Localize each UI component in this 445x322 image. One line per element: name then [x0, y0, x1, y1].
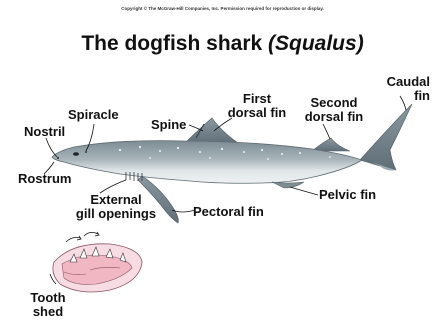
- label-external-gill-openings-line1: External: [60, 193, 172, 207]
- label-caudal-fin-line1: Caudal: [370, 75, 430, 89]
- label-second-dorsal-fin-line1: Second: [296, 96, 372, 110]
- label-external-gill-openings: External gill openings: [60, 193, 172, 221]
- label-pectoral-fin: Pectoral fin: [193, 205, 264, 219]
- label-rostrum: Rostrum: [18, 172, 71, 186]
- label-first-dorsal-fin: First dorsal fin: [221, 92, 293, 120]
- label-tooth-shed-line2: shed: [20, 305, 76, 319]
- label-first-dorsal-fin-line2: dorsal fin: [221, 106, 293, 120]
- label-second-dorsal-fin: Second dorsal fin: [296, 96, 372, 124]
- label-nostril: Nostril: [24, 125, 65, 139]
- first-dorsal-fin-shape: [184, 118, 238, 144]
- spiracle-shape: [85, 151, 87, 153]
- shark-body-shape: [52, 141, 362, 184]
- label-caudal-fin: Caudal fin: [370, 75, 430, 103]
- label-spiracle: Spiracle: [68, 108, 119, 122]
- label-caudal-fin-line2: fin: [370, 89, 430, 103]
- label-spine: Spine: [151, 118, 186, 132]
- nostril-shape: [57, 157, 59, 159]
- eye-shape: [73, 152, 79, 156]
- label-first-dorsal-fin-line1: First: [221, 92, 293, 106]
- label-tooth-shed: Tooth shed: [20, 291, 76, 319]
- pelvic-fin-shape: [272, 182, 304, 188]
- label-second-dorsal-fin-line2: dorsal fin: [296, 110, 372, 124]
- label-tooth-shed-line1: Tooth: [20, 291, 76, 305]
- label-external-gill-openings-line2: gill openings: [60, 207, 172, 221]
- tooth-shed-inset: [50, 232, 142, 292]
- label-pelvic-fin: Pelvic fin: [319, 188, 376, 202]
- second-dorsal-fin-shape: [312, 138, 350, 151]
